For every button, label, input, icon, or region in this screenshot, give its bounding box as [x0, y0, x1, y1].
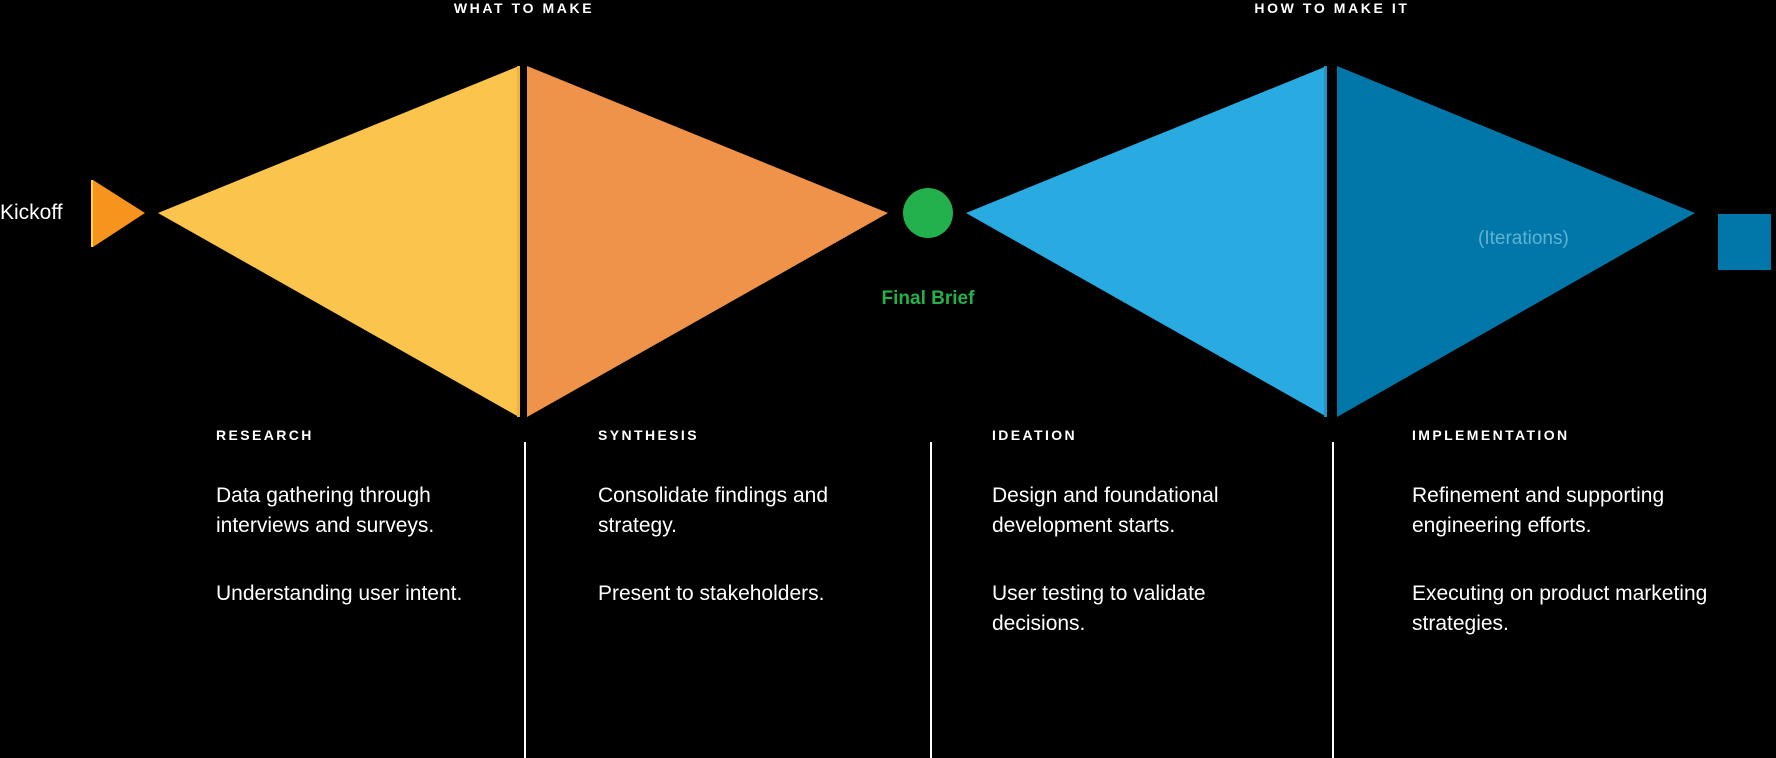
ideation-triangle-edge — [1324, 66, 1327, 417]
final-brief-circle-icon — [903, 188, 953, 238]
kickoff-edge-line — [91, 180, 93, 247]
column-paragraph: Consolidate findings and strategy. — [598, 484, 828, 537]
research-triangle — [158, 66, 519, 417]
implementation-triangle — [1337, 66, 1695, 417]
column-paragraph: User testing to validate decisions. — [992, 582, 1206, 635]
column-divider — [1332, 442, 1334, 758]
column-paragraph: Present to stakeholders. — [598, 582, 825, 605]
phase-header-how-to-make-it: HOW TO MAKE IT — [1254, 0, 1410, 16]
column-divider — [524, 442, 526, 758]
phase-header-what-to-make: WHAT TO MAKE — [453, 0, 595, 16]
column-divider — [930, 442, 932, 758]
end-square-marker — [1718, 214, 1771, 270]
iterations-label: (Iterations) — [1478, 228, 1569, 249]
kickoff-triangle-marker — [93, 180, 145, 247]
ideation-triangle — [966, 66, 1327, 417]
final-brief-label: Final Brief — [881, 288, 975, 309]
kickoff-label: Kickoff — [0, 201, 63, 224]
column-synthesis: SYNTHESIS Consolidate findings and strat… — [598, 427, 898, 609]
column-paragraph: Design and foundational development star… — [992, 484, 1219, 537]
synthesis-triangle — [527, 66, 888, 417]
column-title: IDEATION — [992, 427, 1078, 443]
column-paragraph: Refinement and supporting engineering ef… — [1412, 484, 1665, 537]
column-research: RESEARCH Data gathering through intervie… — [216, 427, 516, 609]
column-paragraph: Executing on product marketing strategie… — [1412, 582, 1708, 635]
column-title: RESEARCH — [216, 427, 314, 443]
column-paragraph: Understanding user intent. — [216, 582, 463, 605]
column-ideation: IDEATION Design and foundational develop… — [992, 427, 1292, 639]
column-implementation: IMPLEMENTATION Refinement and supporting… — [1412, 427, 1712, 639]
research-triangle-edge — [517, 66, 520, 417]
column-paragraph: Data gathering through interviews and su… — [216, 484, 435, 537]
column-title: SYNTHESIS — [598, 427, 699, 443]
column-title: IMPLEMENTATION — [1412, 427, 1570, 443]
